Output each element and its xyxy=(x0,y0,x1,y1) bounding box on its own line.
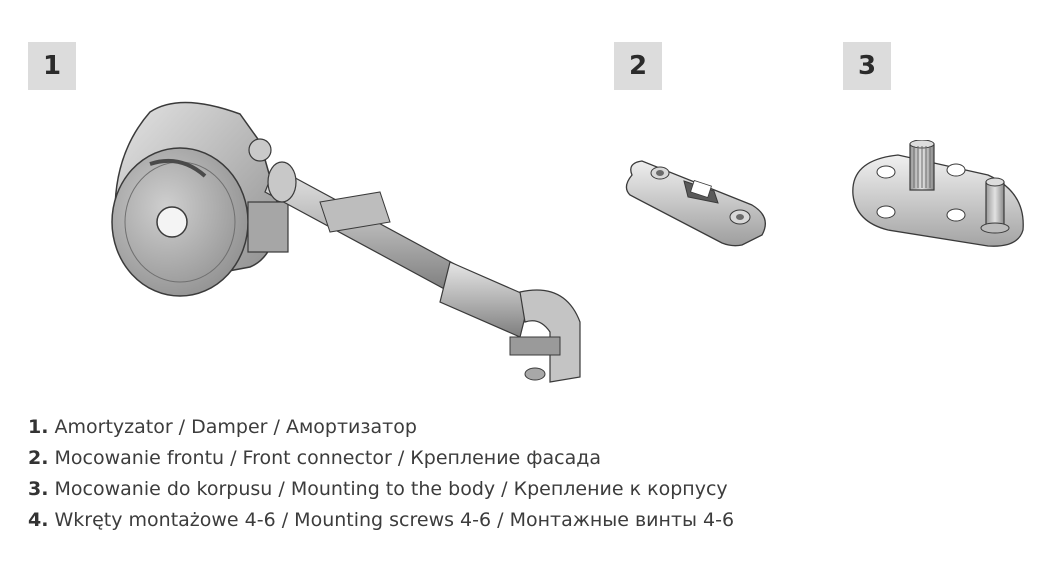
front-connector-image xyxy=(625,160,766,247)
parts-legend: 1. Amortyzator / Damper / Амортизатор 2.… xyxy=(28,412,734,536)
legend-number: 2. xyxy=(28,447,49,469)
legend-item: 3. Mocowanie do korpusu / Mounting to th… xyxy=(28,474,734,505)
legend-item: 2. Mocowanie frontu / Front connector / … xyxy=(28,443,734,474)
part-number-badge-3: 3 xyxy=(843,42,891,90)
legend-number: 3. xyxy=(28,478,49,500)
legend-text: Wkręty montażowe 4-6 / Mounting screws 4… xyxy=(54,509,735,531)
legend-item: 1. Amortyzator / Damper / Амортизатор xyxy=(28,412,734,443)
legend-item: 4. Wkręty montażowe 4-6 / Mounting screw… xyxy=(28,505,734,536)
legend-text: Mocowanie do korpusu / Mounting to the b… xyxy=(54,478,728,500)
legend-number: 4. xyxy=(28,509,49,531)
legend-number: 1. xyxy=(28,416,49,438)
part-number-badge-1: 1 xyxy=(28,42,76,90)
legend-text: Amortyzator / Damper / Амортизатор xyxy=(54,416,417,438)
part-number-badge-2: 2 xyxy=(614,42,662,90)
damper-image xyxy=(111,101,581,383)
legend-text: Mocowanie frontu / Front connector / Кре… xyxy=(54,447,602,469)
body-mount-image xyxy=(852,140,1024,247)
